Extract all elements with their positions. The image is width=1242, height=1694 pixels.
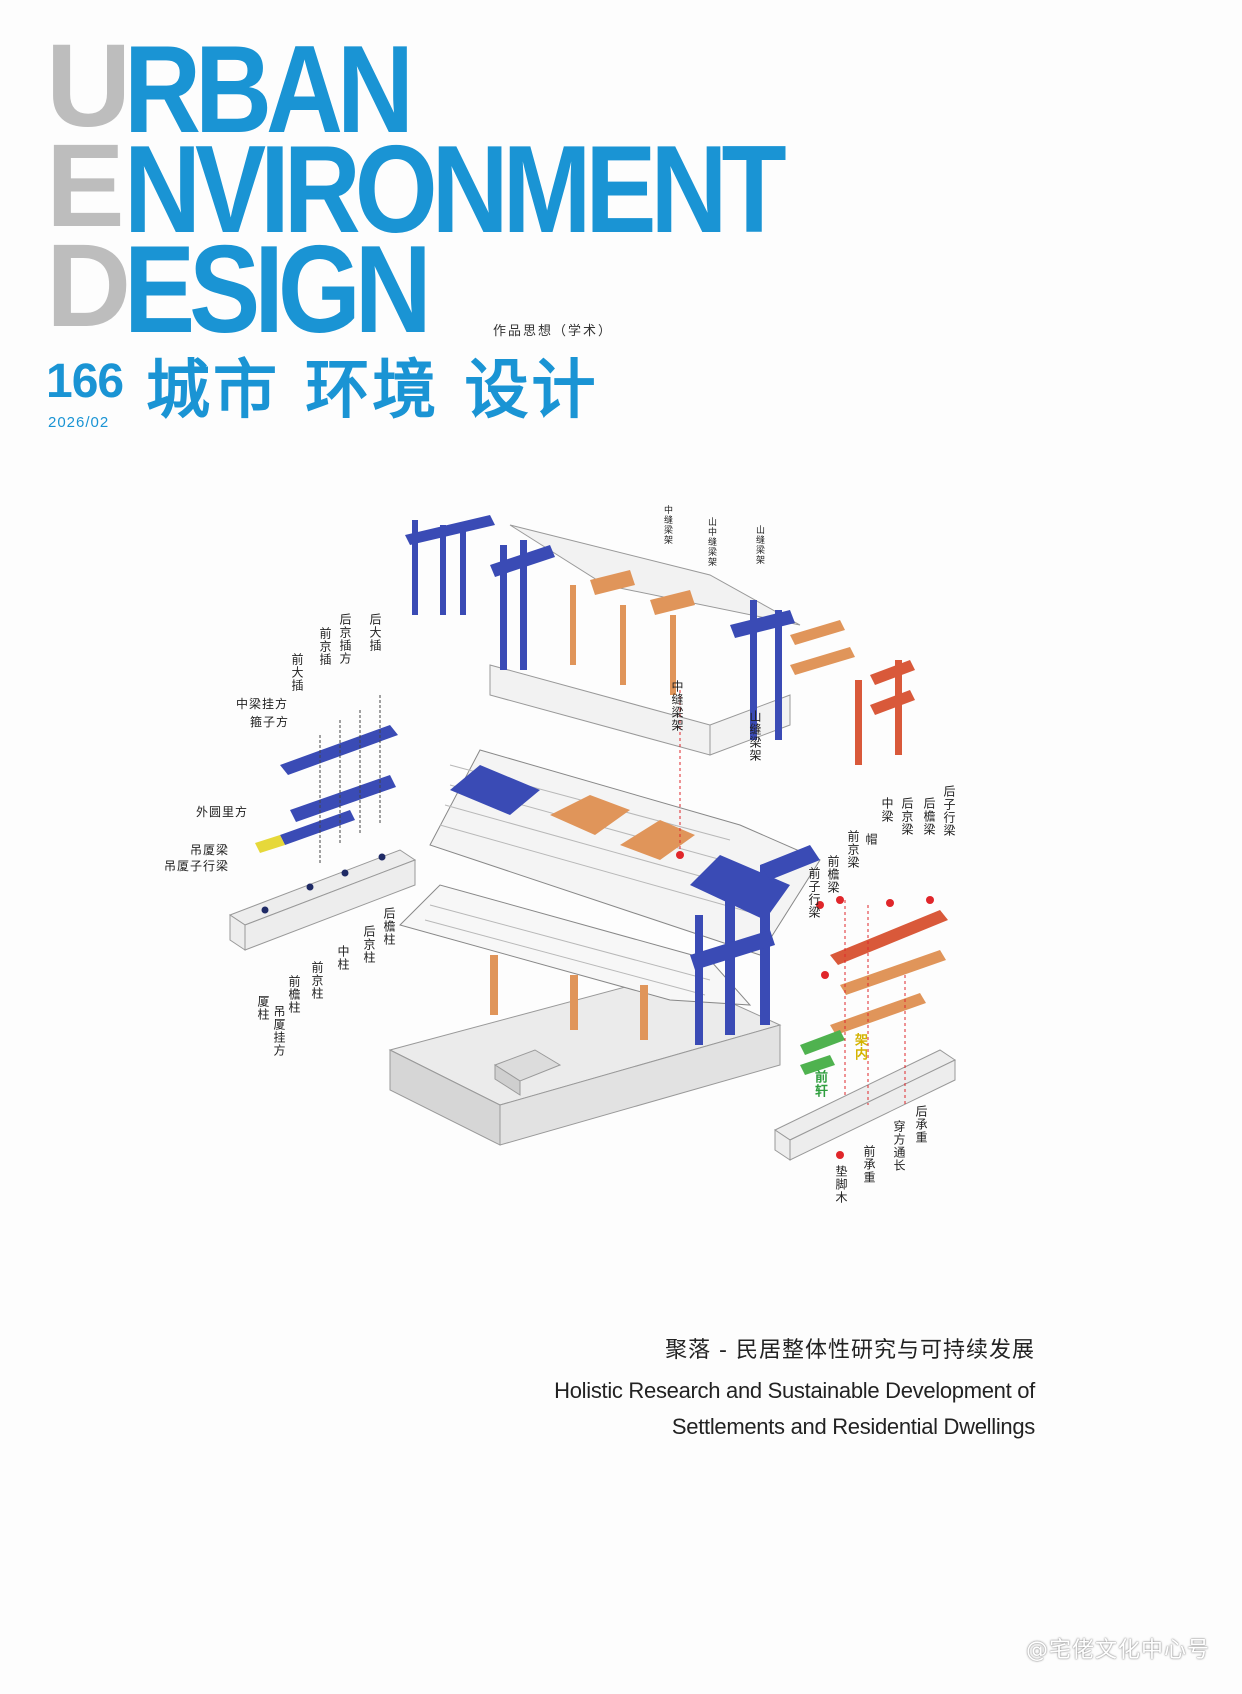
main-building xyxy=(388,749,821,1146)
upper-building xyxy=(489,524,801,756)
label-qian-jing-cha: 前京插 xyxy=(318,627,332,666)
issue-number: 166 xyxy=(46,355,124,408)
label-qian-jing-zhu: 前京柱 xyxy=(310,961,324,1000)
label-hou-jing-cha-fang: 后京插方 xyxy=(338,613,352,665)
label-shan-feng-liang-jia-small: 山缝梁架 xyxy=(754,525,764,565)
label-hou-jing-zhu: 后京柱 xyxy=(362,925,376,964)
article-title-cn: 聚落 - 民居整体性研究与可持续发展 xyxy=(665,1338,1035,1363)
label-zhong-liang-gua-fang: 中梁挂方 xyxy=(236,697,289,711)
label-hou-yan-zhu: 后檐柱 xyxy=(382,907,396,946)
label-zhong-zhu: 中柱 xyxy=(336,945,350,971)
upper-blue-frames xyxy=(490,540,795,740)
label-qian-yan-zhu: 前檐柱 xyxy=(287,975,301,1014)
label-shan-zhong-feng-liang-jia-small: 山中缝梁架 xyxy=(706,517,716,567)
title-line-urban: RBAN xyxy=(124,21,414,159)
label-wai-yuan-li-fang: 外圆里方 xyxy=(196,805,249,819)
label-shan-feng-liang-jia: 山缝梁架 xyxy=(748,710,762,762)
yellow-beam xyxy=(255,835,285,853)
label-hou-yan-liang: 后檐梁 xyxy=(922,797,936,836)
marker-dots xyxy=(676,851,934,1159)
left-middle-frame xyxy=(280,725,398,845)
label-diao-sha-gua-fang: 吊厦挂方 xyxy=(272,1005,286,1057)
masthead: U E D RBAN NVIRONMENT ESIGN xyxy=(46,21,926,359)
label-hou-zi-xing-liang: 后子行梁 xyxy=(942,785,956,837)
label-jia-nei: 架内 xyxy=(852,1033,867,1061)
label-qian-zi-xing-liang: 前子行梁 xyxy=(807,867,821,919)
label-dian-jiao-mu: 垫脚木 xyxy=(834,1165,848,1204)
exploded-timber-frame-diagram: 中缝梁架 山中缝梁架 山缝梁架 中缝梁架 山缝梁架 后大插 后京插方 前京插 前… xyxy=(150,505,1050,1295)
title-line-design: ESIGN xyxy=(124,221,432,359)
label-qian-da-cha: 前大插 xyxy=(290,653,304,692)
ghost-letter-e: E xyxy=(46,120,125,252)
leader-lines xyxy=(679,690,906,1105)
left-base xyxy=(228,849,417,951)
right-base xyxy=(773,1049,957,1161)
ghost-letter-u: U xyxy=(46,20,131,152)
watermark: @宅佬文化中心号 xyxy=(1025,1638,1210,1663)
left-top-frame xyxy=(405,515,495,615)
label-zhong-feng-liang-jia: 中缝梁架 xyxy=(670,680,684,732)
article-title-en: Holistic Research and Sustainable Develo… xyxy=(554,1373,1035,1445)
label-sha-zhu: 厦柱 xyxy=(256,995,270,1021)
section-label: 作品思想（学术） xyxy=(493,324,614,339)
main-orange-frames xyxy=(490,795,695,1040)
article-title-en-line1: Holistic Research and Sustainable Develo… xyxy=(554,1378,1035,1403)
label-diao-sha-zi-xing-liang: 吊厦子行梁 xyxy=(164,859,230,873)
label-qian-xuan: 前轩 xyxy=(812,1070,827,1098)
title-line-environment: NVIRONMENT xyxy=(124,121,787,259)
label-qian-cheng-zhong: 前承重 xyxy=(862,1145,876,1184)
label-hou-da-cha: 后大插 xyxy=(368,613,382,652)
article-title-block: 聚落 - 民居整体性研究与可持续发展 Holistic Research and… xyxy=(554,1335,1035,1445)
label-zhong-liang: 中梁 xyxy=(880,797,894,823)
label-diao-sha-liang: 吊厦梁 xyxy=(190,843,230,857)
right-lower-frames xyxy=(800,910,948,1075)
timber-frame-illustration xyxy=(228,515,957,1161)
label-zhong-feng-liang-jia-small: 中缝梁架 xyxy=(662,505,672,545)
issue-date: 2026/02 xyxy=(48,414,110,431)
label-gu-zi-fang: 箍子方 xyxy=(250,715,290,729)
upper-orange-frames xyxy=(570,570,695,695)
label-qian-yan-liang: 前檐梁 xyxy=(826,855,840,894)
ghost-letter-d: D xyxy=(46,220,131,352)
label-hou-jing-liang: 后京梁 xyxy=(900,797,914,836)
dark-dots xyxy=(261,853,386,914)
label-mao: 帽 xyxy=(864,833,878,846)
left-leader-lines xyxy=(319,695,381,865)
label-chuan-fang-tong-chang: 穿方通长 xyxy=(892,1120,906,1172)
right-top-frames xyxy=(790,620,915,765)
label-qian-jing-liang: 前京梁 xyxy=(846,830,860,869)
chinese-journal-title: 城市 环境 设计 xyxy=(146,354,599,428)
label-hou-cheng-zhong: 后承重 xyxy=(914,1105,928,1144)
ued-ghost-logo: U E D xyxy=(46,27,136,345)
article-title-en-line2: Settlements and Residential Dwellings xyxy=(671,1414,1035,1439)
main-blue-frames xyxy=(450,765,820,1045)
